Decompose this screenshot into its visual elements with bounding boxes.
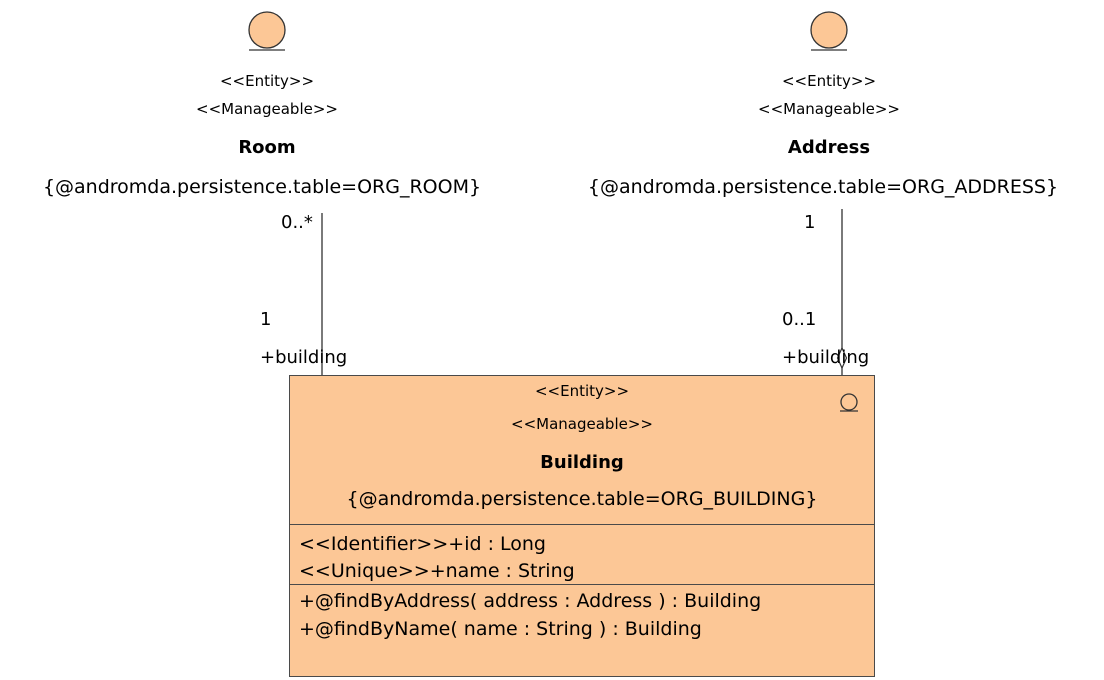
building-class-header: <<Entity>> <<Manageable>> Building {@and…: [290, 376, 874, 525]
attribute-name[interactable]: <<Unique>>+name : String: [299, 560, 575, 582]
building-operations-compartment: +@findByAddress( address : Address ) : B…: [290, 585, 874, 677]
building-attributes-compartment: <<Identifier>>+id : Long <<Unique>>+name…: [290, 525, 874, 585]
address-class-name[interactable]: Address: [787, 137, 871, 158]
room-tagged-value: {@andromda.persistence.table=ORG_ROOM}: [42, 176, 482, 198]
attribute-id[interactable]: <<Identifier>>+id : Long: [299, 533, 546, 555]
room-class-name[interactable]: Room: [238, 137, 296, 158]
operation-find-by-name[interactable]: +@findByName( name : String ) : Building: [299, 618, 702, 640]
building-role-room-association: +building: [260, 347, 348, 368]
building-end-multiplicity-address: 0..1: [782, 309, 817, 330]
room-end-multiplicity: 0..*: [281, 212, 313, 233]
aggregation-diamond-icon: [836, 346, 848, 370]
address-stereotype-manageable: <<Manageable>>: [758, 100, 900, 118]
address-tagged-value: {@andromda.persistence.table=ORG_ADDRESS…: [587, 176, 1059, 198]
address-entity-icon: [810, 11, 848, 51]
address-end-multiplicity: 1: [804, 212, 816, 233]
building-end-multiplicity-room: 1: [260, 309, 272, 330]
building-class-name[interactable]: Building: [540, 452, 624, 473]
operation-find-by-address[interactable]: +@findByAddress( address : Address ) : B…: [299, 590, 762, 612]
building-stereotype-manageable: <<Manageable>>: [511, 415, 653, 433]
room-stereotype-entity: <<Entity>>: [219, 72, 315, 90]
building-class-box[interactable]: <<Entity>> <<Manageable>> Building {@and…: [289, 375, 875, 677]
building-role-address-association: +building: [782, 347, 870, 368]
building-stereotype-entity: <<Entity>>: [534, 382, 630, 400]
address-stereotype-entity: <<Entity>>: [781, 72, 877, 90]
building-tagged-value: {@andromda.persistence.table=ORG_BUILDIN…: [346, 488, 818, 510]
room-entity-icon: [248, 11, 286, 51]
room-stereotype-manageable: <<Manageable>>: [196, 100, 338, 118]
entity-circle-icon: [840, 393, 858, 412]
